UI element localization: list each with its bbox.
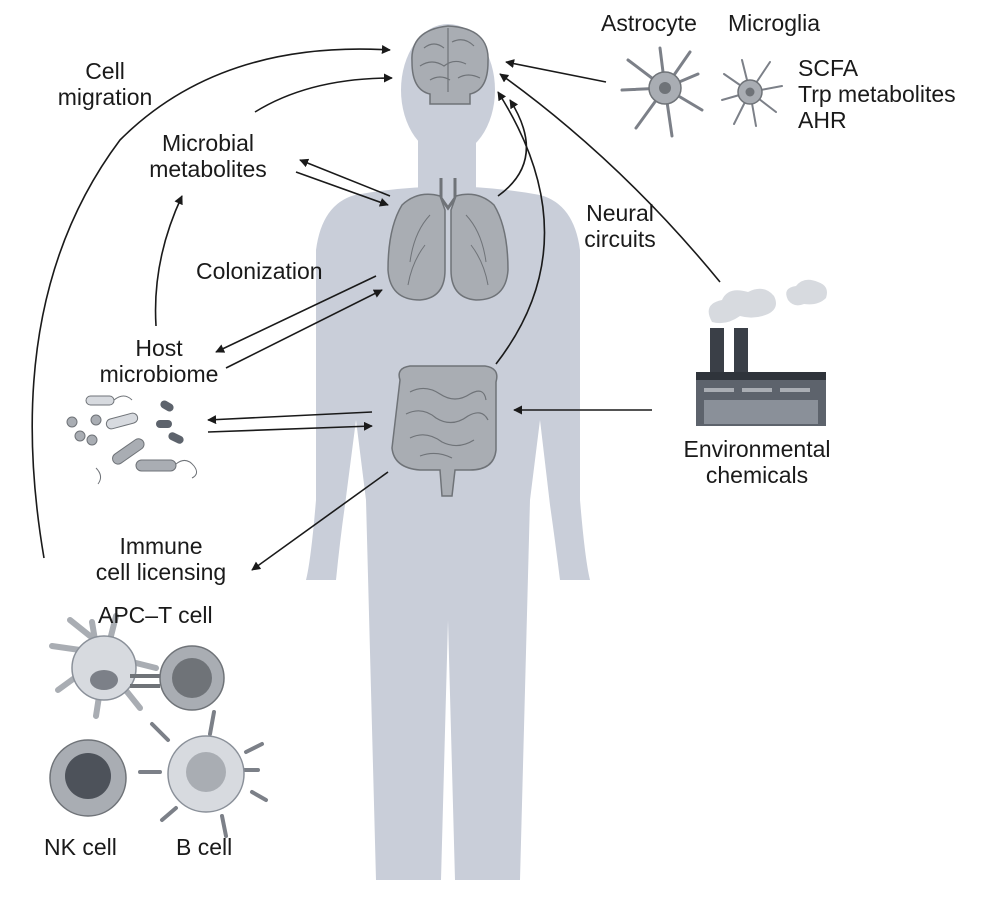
bacteria-icon	[66, 395, 198, 485]
arrow-lung-to-metabolites	[299, 158, 391, 197]
arrow-neural-circuit-gut	[495, 91, 546, 365]
factory-icon	[696, 279, 827, 426]
label-ahr: AHR	[798, 107, 847, 133]
brain-icon	[411, 25, 489, 105]
label-nk-cell: NK cell	[44, 834, 117, 860]
arrow-neural-circuit-lung	[497, 99, 528, 197]
label-colonization: Colonization	[196, 258, 323, 284]
apc-t-cell-icon	[49, 613, 225, 719]
label-microbial-metabolites: Microbial metabolites	[149, 130, 267, 182]
arrow-microbiome-to-lung	[225, 289, 383, 369]
astrocyte-icon	[620, 46, 704, 138]
arrow-cell-migration	[31, 45, 391, 559]
b-cell-icon	[138, 710, 268, 838]
label-immune-cell-licensing: Immune cell licensing	[95, 533, 227, 585]
arrow-gut-to-bacteria	[207, 411, 373, 425]
arrow-bacteria-to-gut	[207, 421, 373, 433]
intestines-icon	[391, 365, 498, 497]
nk-cell-icon	[49, 739, 127, 817]
arrow-glia-to-brain	[505, 59, 607, 83]
arrow-environment-to-brain	[499, 73, 721, 283]
label-neural-circuits: Neural circuits	[584, 200, 656, 252]
label-scfa: SCFA	[798, 55, 859, 81]
label-apc-t-cell: APC–T cell	[98, 602, 213, 628]
arrow-microbiome-to-metabolites	[154, 195, 183, 327]
arrow-metabolites-to-lung	[295, 171, 389, 207]
arrow-lung-to-microbiome	[215, 275, 377, 353]
label-b-cell: B cell	[176, 834, 233, 860]
label-astrocyte: Astrocyte	[601, 10, 697, 36]
label-trp-metabolites: Trp metabolites	[798, 81, 956, 107]
label-environmental-chemicals: Environmental chemicals	[683, 436, 831, 488]
microglia-icon	[721, 59, 783, 127]
label-microglia: Microglia	[728, 10, 821, 36]
lungs-icon	[387, 178, 509, 301]
arrows	[31, 45, 721, 571]
label-host-microbiome: Host microbiome	[99, 335, 219, 387]
label-cell-migration: Cell migration	[57, 58, 153, 110]
arrow-metabolites-to-brain	[254, 73, 393, 113]
arrow-gut-to-immune	[251, 471, 389, 571]
